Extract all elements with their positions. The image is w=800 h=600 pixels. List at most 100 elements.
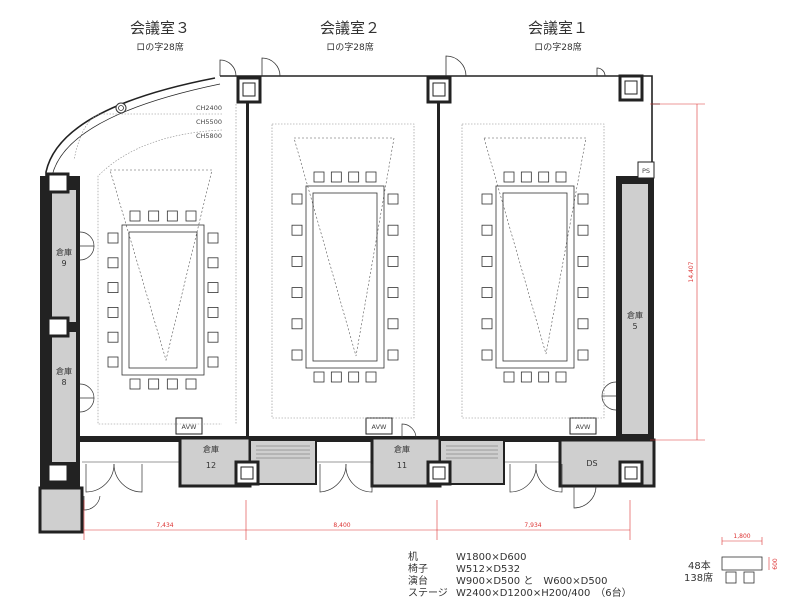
storage-12-hatch <box>256 445 310 459</box>
seating-layouts <box>107 171 589 390</box>
chair <box>555 171 567 183</box>
ceiling-height-2: CH5500 <box>196 118 222 126</box>
chair <box>107 356 119 368</box>
legend-value-desk: W1800×D600 <box>456 552 527 563</box>
chair <box>148 378 160 390</box>
corridor-left <box>38 486 84 534</box>
chair <box>107 331 119 343</box>
room1-table-inner <box>502 192 568 362</box>
dimension-lines <box>83 103 705 540</box>
count-tables: 48本 <box>688 559 711 572</box>
chair <box>577 287 589 299</box>
storage-9-label: 倉庫 <box>56 247 72 257</box>
ps-box <box>637 161 655 179</box>
storage-11-hatch <box>446 445 498 459</box>
chair <box>387 318 399 330</box>
storage-9-number: 9 <box>61 259 66 268</box>
chair <box>577 193 589 205</box>
chair <box>291 224 303 236</box>
storage-12-equipment <box>249 439 317 485</box>
chair <box>148 210 160 222</box>
chair <box>365 371 377 383</box>
storage-9-8-doors <box>79 231 95 413</box>
ceiling-height-3: CH5800 <box>196 132 222 140</box>
chair <box>330 171 342 183</box>
chair <box>313 371 325 383</box>
room2-table-inner <box>312 192 378 362</box>
chair <box>503 371 515 383</box>
dim-room2-width: 8,400 <box>333 522 350 529</box>
dim-depth: 14,407 <box>688 261 695 282</box>
top-doors <box>219 55 606 77</box>
chair <box>520 171 532 183</box>
bottom-doors <box>83 463 597 511</box>
chair <box>365 171 377 183</box>
avw-label-room1: AVW <box>576 423 591 431</box>
room2-table-outer <box>305 185 385 369</box>
chair <box>577 224 589 236</box>
storage-9 <box>52 190 76 322</box>
chair <box>503 171 515 183</box>
chair <box>313 171 325 183</box>
partition-3-2 <box>246 100 249 438</box>
chair <box>387 255 399 267</box>
chair <box>577 255 589 267</box>
avw-box-room3 <box>175 417 203 435</box>
chair <box>207 356 219 368</box>
chair <box>291 349 303 361</box>
chair <box>107 257 119 269</box>
storage-8-label: 倉庫 <box>56 366 72 376</box>
storage-5-label: 倉庫 <box>627 310 643 320</box>
spec-legend: 机 W1800×D600 椅子 W512×D532 演台 W900×D500 と… <box>408 550 632 599</box>
ceiling-height-1: CH2400 <box>196 104 222 112</box>
chair <box>387 224 399 236</box>
chair <box>291 318 303 330</box>
chair <box>520 371 532 383</box>
chair <box>129 378 141 390</box>
chair <box>348 371 360 383</box>
storage-12-number: 12 <box>206 461 216 470</box>
avw-label-room3: AVW <box>182 423 197 431</box>
chair <box>481 287 493 299</box>
legend-label-chair: 椅子 <box>408 562 428 575</box>
chair <box>481 255 493 267</box>
chair <box>330 371 342 383</box>
dim-table-depth: 600 <box>772 558 779 570</box>
chair <box>207 232 219 244</box>
chair <box>107 306 119 318</box>
storage-5-doors <box>601 381 617 411</box>
storage-8 <box>52 332 76 462</box>
chair <box>185 378 197 390</box>
room3-title: 会議室３ <box>130 19 190 37</box>
storage-5-number: 5 <box>632 322 637 331</box>
projection-cones <box>109 137 587 362</box>
storage-11-label: 倉庫 <box>394 444 410 454</box>
ps-label: PS <box>642 167 650 175</box>
table-icon <box>721 537 770 584</box>
columns <box>46 74 644 486</box>
chair <box>207 282 219 294</box>
ceiling-outlines <box>73 104 605 425</box>
fixture-circle <box>115 102 127 114</box>
chair <box>481 349 493 361</box>
dim-table-width: 1,800 <box>733 533 750 540</box>
chair <box>185 210 197 222</box>
avw-label-room2: AVW <box>372 423 387 431</box>
storage-5 <box>622 184 648 434</box>
chair <box>387 287 399 299</box>
bottom-wall <box>80 436 654 442</box>
chair <box>129 210 141 222</box>
legend-label-podium: 演台 <box>408 574 428 587</box>
chair <box>555 371 567 383</box>
room2-inner-door <box>401 423 417 439</box>
storage-8-number: 8 <box>61 378 66 387</box>
room1-table-outer <box>495 185 575 369</box>
legend-label-desk: 机 <box>408 550 418 563</box>
dim-room3-width: 7,434 <box>156 522 173 529</box>
chair <box>107 232 119 244</box>
storage-11-number: 11 <box>397 461 407 470</box>
chair <box>538 371 550 383</box>
chair <box>387 193 399 205</box>
